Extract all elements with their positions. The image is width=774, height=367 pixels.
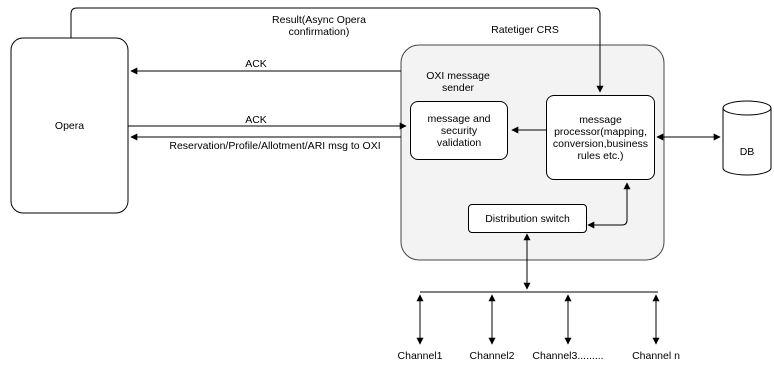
channel-label: Channel3......... — [532, 350, 604, 362]
distribution-switch-box: Distribution switch — [468, 204, 587, 233]
ack-top-label: ACK — [245, 58, 267, 70]
db-cylinder — [722, 100, 772, 176]
db-label: DB — [739, 146, 755, 158]
opera-label: Opera — [54, 119, 85, 132]
channel-label: Channel2 — [469, 350, 515, 362]
channel-label: Channel1 — [397, 350, 443, 362]
result-async-arrow — [70, 7, 604, 93]
validation-box: message and security validation — [410, 101, 508, 160]
result-async-label: Result(Async Opera confirmation) — [272, 14, 366, 38]
reservation-msg-label: Reservation/Profile/Allotment/ARI msg to… — [169, 140, 381, 152]
distribution-processor-arrow — [587, 182, 631, 229]
processor-box: message processor(mapping, conversion,bu… — [546, 95, 655, 180]
ratetiger-crs-label: Ratetiger CRS — [491, 24, 559, 36]
ack-middle-label: ACK — [245, 114, 267, 126]
channel-label: Channel n — [632, 350, 680, 362]
oxi-sender-label: OXI message sender — [426, 70, 490, 94]
